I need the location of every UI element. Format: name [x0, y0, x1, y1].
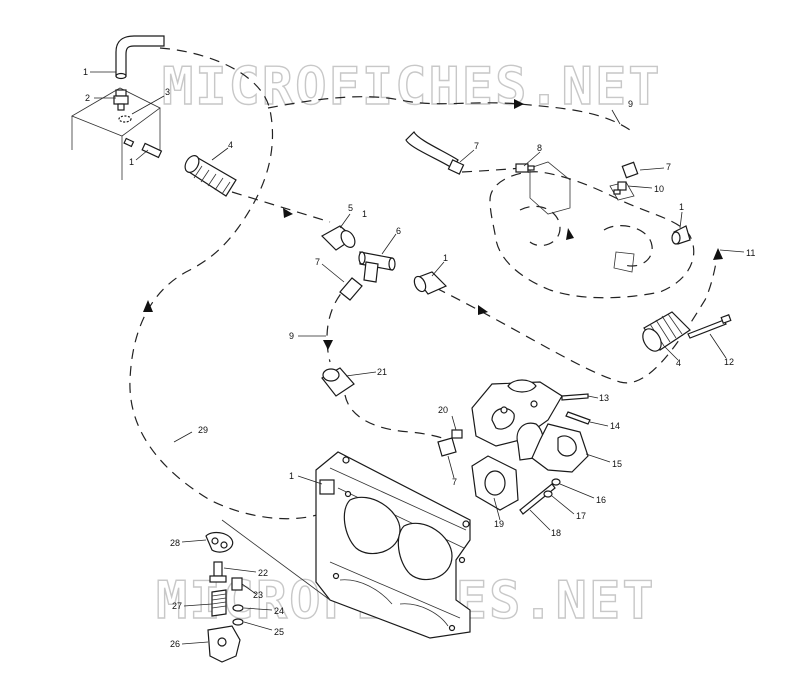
- callout-1: 1: [289, 471, 294, 481]
- washer-3: [118, 115, 132, 123]
- callout-22: 22: [258, 568, 268, 578]
- callout-1: 1: [679, 202, 684, 212]
- cylinder-head-phantom: [489, 161, 695, 299]
- watermark-top: MICROFICHES.NET: [162, 57, 662, 117]
- callout-3: 3: [165, 87, 170, 97]
- flow-arrow: [566, 228, 574, 240]
- callout-labels: 1 2 3 1 4 5 1 6 7 1 9 21 4 12 9 7 8 7 10…: [83, 67, 755, 649]
- flow-arrow: [514, 99, 524, 109]
- hose-29-routing: [221, 519, 331, 601]
- bulkhead-panel: [71, 87, 161, 180]
- washer-16: [551, 478, 561, 486]
- bolt-18: [519, 483, 556, 515]
- pipe-fitting-1: [123, 137, 163, 159]
- callout-9: 9: [289, 331, 294, 341]
- hose-7-left: [339, 277, 363, 301]
- fitting-20: [451, 429, 463, 439]
- callout-7: 7: [474, 141, 479, 151]
- callout-23: 23: [253, 590, 263, 600]
- callout-24: 24: [274, 606, 284, 616]
- gasket-28: [205, 531, 234, 553]
- callout-15: 15: [612, 459, 622, 469]
- flow-arrow: [143, 300, 153, 312]
- hose-5: [321, 225, 356, 251]
- callout-1: 1: [362, 209, 367, 219]
- clamp-1-right: [413, 271, 448, 295]
- bolt-14: [565, 411, 591, 425]
- callout-7: 7: [452, 477, 457, 487]
- callout-29: 29: [198, 425, 208, 435]
- corrugated-hose-4-upper: [184, 155, 237, 197]
- fitting-10: [613, 181, 627, 195]
- callout-6: 6: [396, 226, 401, 236]
- callout-18: 18: [551, 528, 561, 538]
- hose-7-lower: [437, 437, 457, 457]
- callout-1: 1: [83, 67, 88, 77]
- nut-17: [543, 490, 553, 498]
- callout-20: 20: [438, 405, 448, 415]
- callout-8: 8: [537, 143, 542, 153]
- nut-25: [232, 618, 244, 626]
- clamp-1-engine: [319, 479, 335, 495]
- callout-12: 12: [724, 357, 734, 367]
- callout-2: 2: [85, 93, 90, 103]
- callout-16: 16: [596, 495, 606, 505]
- callout-19: 19: [494, 519, 504, 529]
- spring-27: [211, 589, 227, 617]
- clamp-1-upper-right: [671, 225, 691, 245]
- flow-arrow: [283, 208, 293, 218]
- callout-4: 4: [676, 358, 681, 368]
- gasket-19: [471, 455, 519, 511]
- hose-1-top: [115, 35, 165, 80]
- sensor-22: [209, 561, 227, 583]
- leader-lines: [90, 71, 745, 645]
- callout-4: 4: [228, 140, 233, 150]
- flow-arrows: [143, 99, 723, 350]
- callout-7: 7: [315, 257, 320, 267]
- plug-23: [231, 577, 243, 591]
- corrugated-hose-4-right: [642, 311, 691, 352]
- callout-10: 10: [654, 184, 664, 194]
- callout-14: 14: [610, 421, 620, 431]
- callout-25: 25: [274, 627, 284, 637]
- callout-13: 13: [599, 393, 609, 403]
- callout-28: 28: [170, 538, 180, 548]
- hose-7-top: [405, 130, 465, 175]
- exhaust-manifold-15: [471, 379, 589, 473]
- engine-block: [315, 451, 471, 639]
- washer-24: [232, 604, 244, 612]
- fitting-7-right: [621, 161, 639, 179]
- callout-21: 21: [377, 367, 387, 377]
- callout-9: 9: [628, 99, 633, 109]
- callout-1: 1: [129, 157, 134, 167]
- flow-arrow: [323, 340, 333, 350]
- flow-arrow: [478, 305, 488, 315]
- callout-11: 11: [746, 248, 755, 258]
- hose-21: [321, 367, 355, 397]
- flow-arrow: [713, 248, 723, 260]
- callout-27: 27: [172, 601, 182, 611]
- tee-fitting-6: [358, 251, 396, 283]
- callout-7: 7: [666, 162, 671, 172]
- fitting-2: [113, 89, 129, 111]
- fitting-8: [515, 163, 535, 173]
- callout-17: 17: [576, 511, 586, 521]
- housing-26: [207, 625, 241, 663]
- bolt-13: [561, 393, 589, 401]
- callout-1: 1: [443, 253, 448, 263]
- callout-26: 26: [170, 639, 180, 649]
- probe-12: [687, 314, 732, 339]
- callout-5: 5: [348, 203, 353, 213]
